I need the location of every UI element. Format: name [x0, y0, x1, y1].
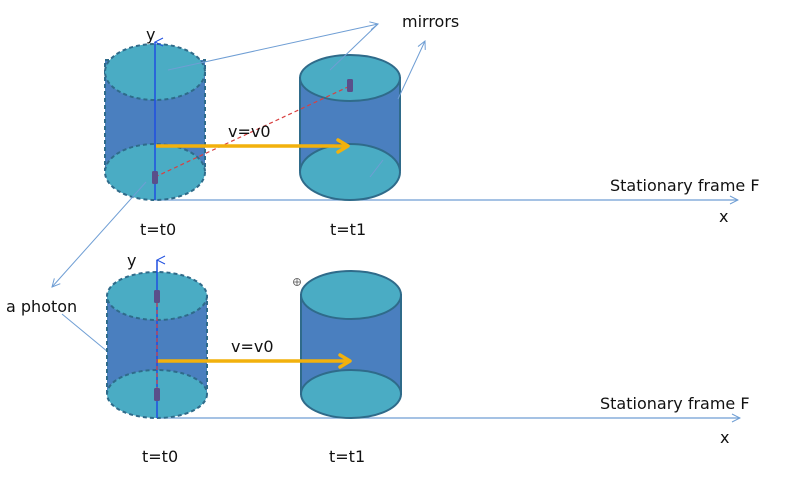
- cylinder-t1-top: [299, 54, 401, 201]
- photon-marker-bottom-bottom: [154, 388, 160, 401]
- time-label-t1-top: t=t1: [330, 220, 366, 239]
- y-axis-label-top: y: [146, 25, 155, 44]
- photon-leader-top: [52, 181, 147, 287]
- photon-leader-bottom: [61, 313, 109, 353]
- mirrors-label: mirrors: [402, 12, 459, 31]
- photon-label: a photon: [6, 297, 77, 316]
- y-axis-label-bottom: y: [127, 251, 136, 270]
- mirror-leader-4: [369, 159, 384, 178]
- photon-marker-top-bottom: [154, 290, 160, 303]
- time-label-t1-bottom: t=t1: [329, 447, 365, 466]
- photon-marker-end-top: [347, 79, 353, 92]
- velocity-label-bottom: v=v0: [231, 337, 274, 356]
- mirror-leader-2: [329, 23, 379, 71]
- photon-path-top: [154, 85, 351, 178]
- time-label-t0-bottom: t=t0: [142, 447, 178, 466]
- cylinder-t1-bottom: [300, 270, 402, 419]
- crosshair-icon: [293, 278, 301, 286]
- time-label-t0-top: t=t0: [140, 220, 176, 239]
- mirror-leader-3: [397, 41, 425, 100]
- frame-label-bottom: Stationary frame F: [600, 394, 750, 413]
- frame-label-top: Stationary frame F: [610, 176, 760, 195]
- velocity-label-top: v=v0: [228, 122, 271, 141]
- photon-marker-start-top: [152, 171, 158, 184]
- x-axis-label-bottom: x: [720, 428, 729, 447]
- mirror-leader-1: [167, 24, 378, 71]
- x-axis-label-top: x: [719, 207, 728, 226]
